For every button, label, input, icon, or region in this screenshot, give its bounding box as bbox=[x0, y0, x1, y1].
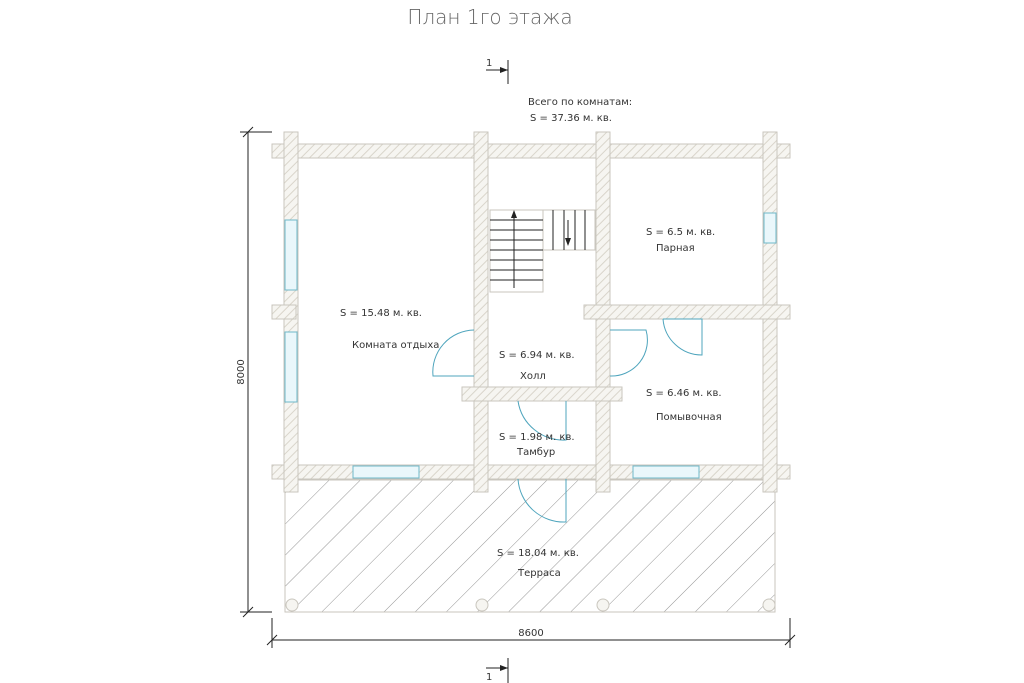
total-area: S = 37.36 м. кв. bbox=[530, 113, 612, 124]
room-terrace-name: Терраса bbox=[517, 568, 561, 579]
terrace-floor bbox=[284, 479, 776, 613]
section-mark-bottom: 1 bbox=[486, 658, 509, 683]
room-terrace-area: S = 18.04 м. кв. bbox=[497, 548, 579, 559]
room-steam-area: S = 6.5 м. кв. bbox=[646, 227, 715, 238]
room-rest-name: Комната отдыха bbox=[352, 340, 439, 351]
section-label-bottom: 1 bbox=[486, 672, 492, 683]
room-tambour-area: S = 1.98 м. кв. bbox=[499, 432, 575, 443]
stairs bbox=[489, 209, 596, 293]
windows bbox=[284, 212, 777, 479]
room-rest-area: S = 15.48 м. кв. bbox=[340, 308, 422, 319]
room-tambour-name: Тамбур bbox=[516, 447, 555, 458]
terrace-posts bbox=[285, 598, 776, 612]
dimension-height: 8000 bbox=[236, 126, 272, 618]
room-wash-name: Помывочная bbox=[656, 412, 722, 423]
section-mark-top: 1 bbox=[486, 58, 509, 84]
plan-title: План 1го этажа bbox=[407, 5, 572, 29]
room-hall-area: S = 6.94 м. кв. bbox=[499, 350, 575, 361]
room-hall-name: Холл bbox=[520, 371, 546, 382]
room-wash-area: S = 6.46 м. кв. bbox=[646, 388, 722, 399]
dimension-height-label: 8000 bbox=[236, 359, 247, 384]
dimension-width: 8600 bbox=[266, 618, 796, 648]
total-label: Всего по комнатам: bbox=[528, 97, 632, 108]
doors bbox=[432, 318, 703, 523]
section-label-top: 1 bbox=[486, 58, 492, 69]
room-steam-name: Парная bbox=[656, 243, 695, 254]
dimension-width-label: 8600 bbox=[518, 628, 543, 639]
room-labels: S = 15.48 м. кв. Комната отдыха S = 6.5 … bbox=[340, 227, 722, 579]
